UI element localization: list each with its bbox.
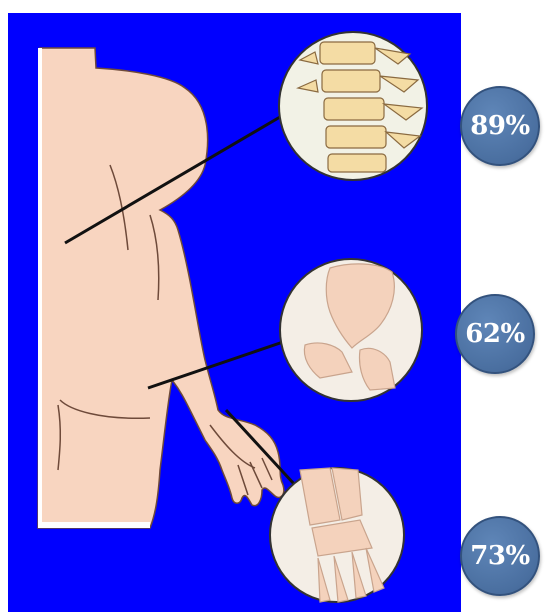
hip-percentage: 62% <box>465 319 524 349</box>
spine-detail-icon <box>279 32 427 180</box>
hip-percentage-badge: 62% <box>455 294 535 374</box>
wrist-percentage-badge: 73% <box>460 516 540 596</box>
figure-edge <box>38 48 42 528</box>
spine-percentage-badge: 89% <box>460 86 540 166</box>
wrist-percentage: 73% <box>470 541 529 571</box>
spine-percentage: 89% <box>470 111 529 141</box>
wrist-detail-icon <box>270 468 404 602</box>
figure-base <box>38 522 150 528</box>
hip-joint-detail-icon <box>280 259 422 401</box>
